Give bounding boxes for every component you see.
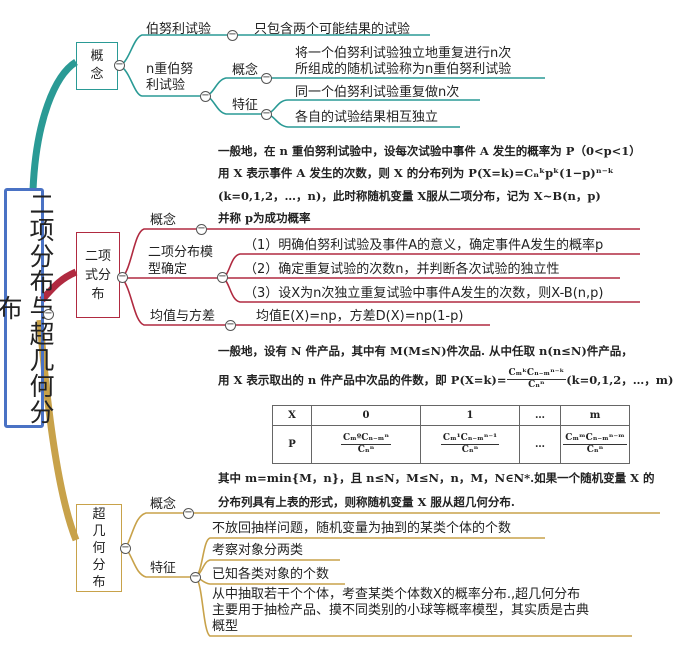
hyper-intro-2a: 用 X 表示取出的 n 件产品中次品的件数，即 P(X=k)=: [218, 372, 507, 387]
table-header-1: 1: [420, 405, 520, 426]
binomial-concept-label: 概念: [150, 213, 177, 228]
hyper-feature-2: 考察对象分两类: [212, 543, 304, 558]
root-node: 二项分布与超几何分布: [0, 188, 55, 428]
binomial-model-step-2: （2）确定重复试验的次数n，并判断各次试验的独立性: [244, 262, 560, 277]
hyper-formula-fraction: CₘᵏCₙ₋ₘⁿ⁻ᵏ Cₙⁿ: [506, 368, 567, 391]
nfold-concept-desc-2: 所组成的随机试验称为n重伯努利试验: [295, 62, 512, 77]
nfold-label: n重伯努利试验: [146, 62, 194, 93]
bernoulli-collapse-toggle[interactable]: −: [227, 29, 238, 41]
concept-node[interactable]: 概念: [76, 42, 118, 90]
binomial-model-label: 二项分布模型确定: [148, 245, 214, 277]
nfold-concept-collapse-toggle[interactable]: −: [261, 72, 272, 84]
binomial-node[interactable]: 二项式分布: [76, 232, 120, 318]
table-den: Cₙⁿ: [461, 445, 479, 455]
hyper-feature-collapse-toggle[interactable]: −: [190, 571, 201, 583]
binomial-concept-collapse-toggle[interactable]: −: [196, 223, 207, 235]
nfold-feature-1: 同一个伯努利试验重复做n次: [295, 85, 460, 100]
table-den: Cₙⁿ: [357, 445, 375, 455]
table-header-x: X: [272, 405, 312, 426]
binomial-model-step-3: （3）设X为n次独立重复试验中事件A发生的次数，则X-B(n,p): [244, 286, 604, 301]
binomial-node-label: 二项式分布: [84, 248, 111, 302]
binomial-model-collapse-toggle[interactable]: −: [217, 271, 228, 283]
nfold-feature-label: 特征: [232, 98, 259, 113]
concept-collapse-toggle[interactable]: −: [114, 59, 125, 71]
binomial-mean-label: 均值与方差: [150, 309, 216, 324]
table-num: Cₘ¹Cₙ₋ₘⁿ⁻¹: [440, 433, 500, 445]
binomial-mean-desc: 均值E(X)=np，方差D(X)=np(1-p): [256, 309, 464, 324]
hyper-outro-1: 其中 m=min{M，n}，且 n≤N，M≤N，n，M，N∈N*.如果一个随机变…: [218, 471, 655, 485]
hyper-intro-1: 一般地，设有 N 件产品，其中有 M(M≤N)件次品. 从中任取 n(n≤N)件…: [218, 344, 633, 358]
nfold-collapse-toggle[interactable]: −: [200, 90, 211, 102]
root-collapse-toggle[interactable]: −: [43, 308, 54, 320]
hyper-intro-2: 用 X 表示取出的 n 件产品中次品的件数，即 P(X=k)= CₘᵏCₙ₋ₘⁿ…: [218, 368, 673, 391]
hyper-concept-label: 概念: [150, 497, 177, 512]
binomial-mean-collapse-toggle[interactable]: −: [225, 319, 236, 331]
hyper-intro-2b: (k=0,1,2，…，m): [566, 372, 673, 387]
table-header-0: 0: [311, 405, 421, 426]
table-header-ellipsis: …: [519, 405, 561, 426]
hyper-formula-num: CₘᵏCₙ₋ₘⁿ⁻ᵏ: [506, 368, 567, 380]
binomial-concept-line-1: 一般地，在 n 重伯努利试验中，设每次试验中事件 A 发生的概率为 P（0<p<…: [218, 144, 641, 158]
hyper-node[interactable]: 超几何分布: [76, 504, 122, 592]
table-p-label: P: [272, 425, 312, 464]
hyper-formula-den: Cₙⁿ: [528, 380, 545, 390]
bernoulli-desc: 只包含两个可能结果的试验: [254, 22, 411, 37]
hyper-feature-3: 已知各类对象的个数: [212, 567, 330, 582]
binomial-collapse-toggle[interactable]: −: [117, 271, 128, 283]
table-header-m: m: [560, 405, 630, 426]
concept-node-label: 概念: [90, 49, 104, 82]
table-num: CₘᵐCₙ₋ₘⁿ⁻ᵐ: [563, 433, 627, 445]
hyper-concept-collapse-toggle[interactable]: −: [183, 507, 194, 519]
table-den: Cₙⁿ: [586, 445, 604, 455]
hyper-feature-label: 特征: [150, 561, 177, 576]
binomial-model-step-1: （1）明确伯努利试验及事件A的意义，确定事件A发生的概率p: [244, 238, 604, 253]
hyper-node-label: 超几何分布: [92, 506, 106, 590]
binomial-concept-line-2: 用 X 表示事件 A 发生的次数，则 X 的分布列为 P(X=k)=Cₙᵏpᵏ(…: [218, 166, 614, 180]
table-row: X 0 1 … m: [272, 405, 630, 426]
hyper-summary-3: 概型: [212, 619, 239, 634]
bernoulli-label: 伯努利试验: [146, 22, 212, 37]
root-title: 二项分布与超几何分布: [0, 191, 55, 425]
hyper-collapse-toggle[interactable]: −: [120, 542, 131, 554]
binomial-concept-line-3: (k=0,1,2，…，n)，此时称随机变量 X服从二项分布，记为 X~B(n，p…: [218, 189, 601, 203]
binomial-concept-line-4: 并称 p为成功概率: [218, 211, 311, 225]
hyper-outro-2: 分布列具有上表的形式，则称随机变量 X 服从超几何分布.: [218, 495, 515, 509]
nfold-concept-label: 概念: [232, 63, 259, 78]
nfold-feature-collapse-toggle[interactable]: −: [261, 108, 272, 120]
hyper-feature-1: 不放回抽样问题，随机变量为抽到的某类个体的个数: [212, 521, 512, 536]
table-cell-ellipsis: …: [519, 425, 561, 464]
nfold-concept-desc-1: 将一个伯努利试验独立地重复进行n次: [295, 46, 512, 61]
hyper-summary-2: 主要用于抽检产品、摸不同类别的小球等概率模型，其实质是古典: [212, 603, 590, 618]
nfold-feature-2: 各自的试验结果相互独立: [295, 110, 439, 125]
table-num: CₘºCₙ₋ₘⁿ: [340, 433, 392, 445]
hyper-summary-1: 从中抽取若干个个体，考查某类个体数X的概率分布.,超几何分布: [212, 587, 581, 602]
